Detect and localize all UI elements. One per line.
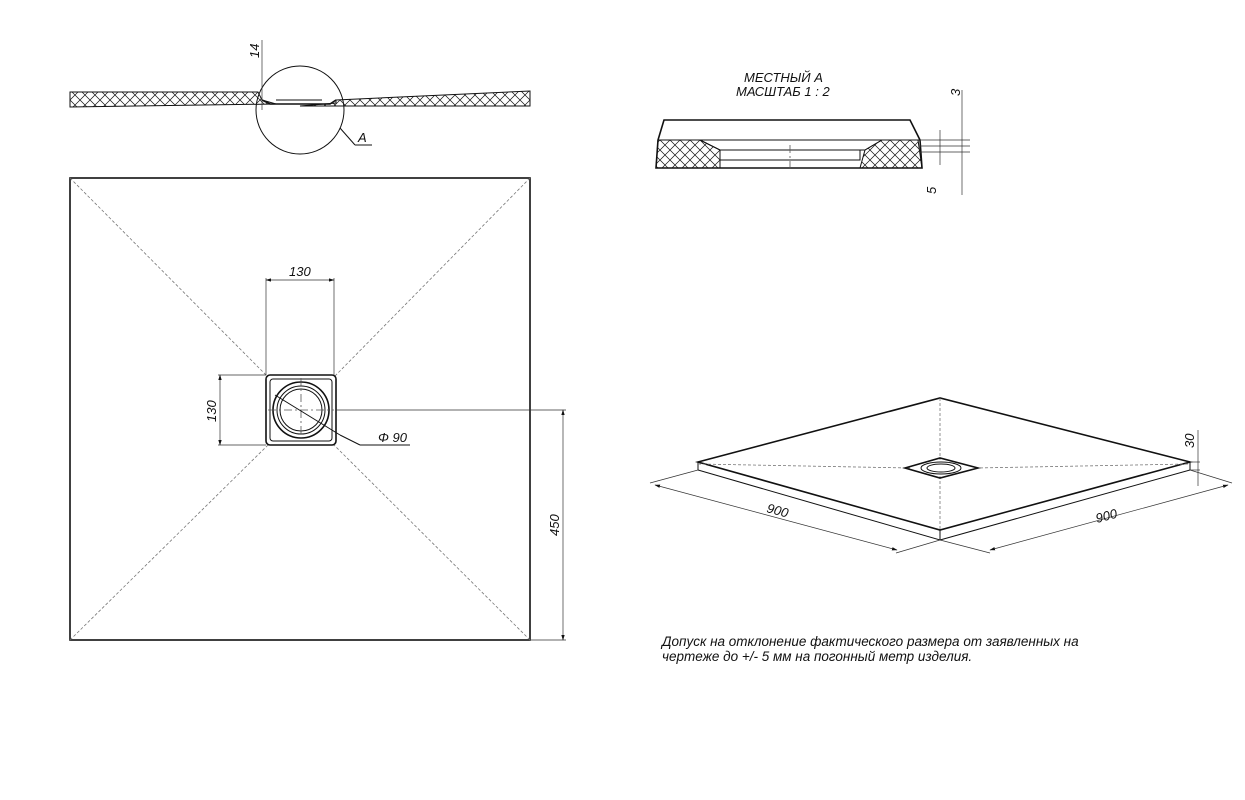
- dim-iso-left: 900: [765, 500, 791, 520]
- section-slab-right: [299, 90, 531, 107]
- tray-outline: [69, 177, 531, 641]
- dim-drain-height: 130: [204, 400, 219, 422]
- dim-iso-right: 900: [1094, 506, 1120, 526]
- tolerance-note: Допуск на отклонение фактического размер…: [660, 634, 1079, 664]
- dim-detail-top: 3: [948, 88, 963, 96]
- dim-half-side: 450: [547, 514, 562, 536]
- iso-view: 900 900 30: [649, 397, 1233, 554]
- section-drain-recess: [261, 99, 337, 105]
- detail-callout-circle: [255, 65, 345, 155]
- plan-view: Φ 90 130 130 450: [69, 177, 566, 641]
- section-view: A 14: [69, 40, 531, 155]
- note-line2: чертеже до +/- 5 мм на погонный метр изд…: [662, 649, 972, 664]
- callout-label: A: [357, 130, 367, 145]
- detail-section-left: [655, 139, 721, 169]
- dim-thickness: 14: [247, 44, 262, 58]
- detail-view: МЕСТНЫЙ А МАСШТАБ 1 : 2 3 5: [655, 69, 970, 195]
- dim-drain-width: 130: [289, 264, 311, 279]
- detail-title-line2: МАСШТАБ 1 : 2: [736, 84, 830, 99]
- dim-iso-height: 30: [1182, 433, 1197, 448]
- dim-detail-bottom: 5: [924, 186, 939, 194]
- section-slab-left: [69, 91, 277, 108]
- note-line1: Допуск на отклонение фактического размер…: [660, 634, 1079, 649]
- dim-drain-diameter: Φ 90: [378, 430, 408, 445]
- detail-section-right: [859, 139, 923, 169]
- iso-drain: [902, 457, 982, 479]
- detail-title-line1: МЕСТНЫЙ А: [744, 69, 823, 85]
